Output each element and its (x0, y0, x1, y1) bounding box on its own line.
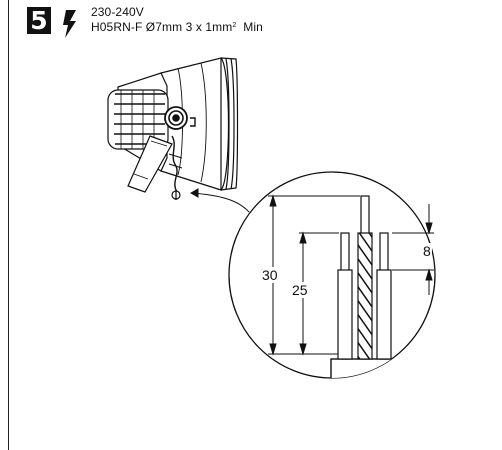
callout-arrow (189, 188, 250, 213)
electrical-spec: 230-240V H05RN-F Ø7mm 3 x 1mm2 Min (91, 5, 263, 35)
outer-length-label: 30 (261, 267, 279, 283)
voltage-text: 230-240V (91, 5, 144, 19)
zoom-detail-circle (228, 171, 436, 379)
strip-length-label: 8 (422, 243, 432, 259)
inner-length-label: 25 (291, 282, 309, 298)
left-margin-rule (8, 0, 9, 450)
lightning-bolt-icon (63, 10, 76, 38)
cable-spec-suffix: Min (243, 20, 263, 34)
step-number-badge: 5 (27, 7, 51, 34)
cable-spec-main: H05RN-F Ø7mm 3 x 1mm (91, 20, 233, 34)
floodlight-icon (107, 57, 239, 200)
cable-spec-exponent: 2 (232, 22, 237, 29)
cable-spec-text: H05RN-F Ø7mm 3 x 1mm2 Min (91, 20, 263, 35)
